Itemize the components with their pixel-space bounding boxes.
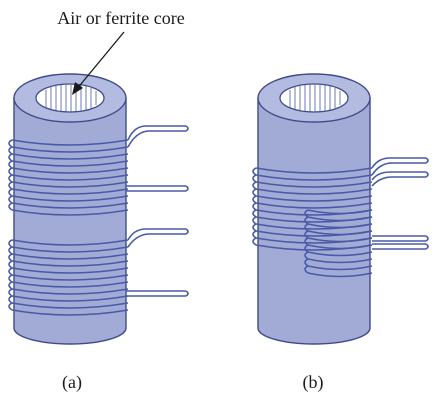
winding-b-inner bbox=[304, 209, 429, 278]
winding-a-lower bbox=[8, 228, 189, 316]
core-hole-lines-b bbox=[289, 85, 341, 112]
core-cylinder-b bbox=[257, 97, 371, 345]
core-hole-lines-a bbox=[45, 85, 97, 112]
winding-a-upper bbox=[8, 125, 189, 216]
lead-a2-top bbox=[127, 228, 186, 241]
core-label: Air or ferrite core bbox=[57, 8, 184, 28]
caption-a: (a) bbox=[62, 372, 82, 393]
core-hole-a bbox=[35, 83, 105, 113]
core-cylinder-a bbox=[13, 97, 127, 345]
lead-a1-top bbox=[127, 125, 186, 141]
core-annotation: Air or ferrite core bbox=[57, 8, 185, 95]
annotation-arrow-line bbox=[75, 31, 125, 91]
core-hole-b bbox=[279, 83, 349, 113]
annotation-arrowhead bbox=[72, 82, 83, 95]
inductor-b bbox=[252, 73, 429, 345]
inductor-a bbox=[8, 73, 189, 345]
lead-b1-top bbox=[371, 157, 426, 169]
caption-b: (b) bbox=[303, 372, 324, 393]
